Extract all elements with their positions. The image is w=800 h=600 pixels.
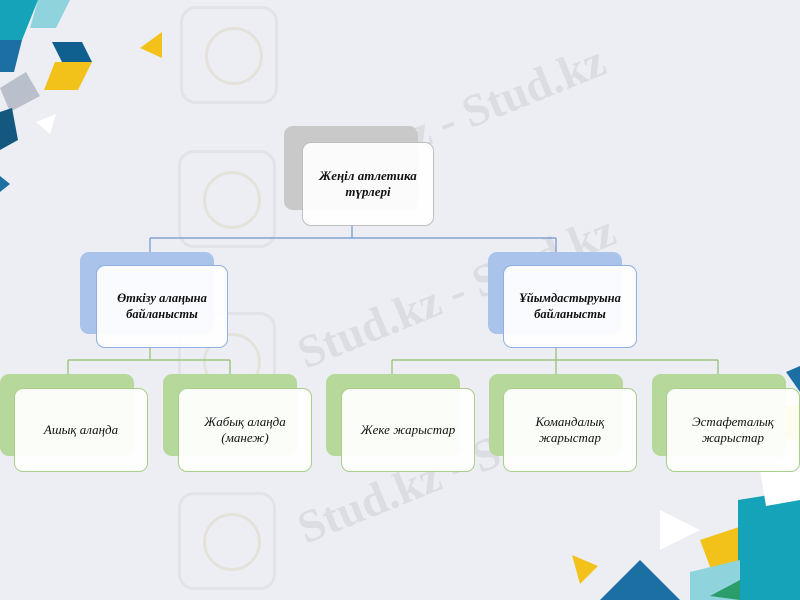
bg-triangle-white-br <box>660 510 700 550</box>
leaf-node-label: Командалық жарыстар <box>535 413 605 445</box>
bg-shape-grey <box>0 72 40 112</box>
bg-shape-yellow <box>44 62 92 90</box>
bg-shape-darkblue <box>0 108 18 150</box>
watermark-logo <box>178 150 276 248</box>
leaf-node: Командалық жарыстар <box>503 388 637 472</box>
bg-shape-navy <box>52 42 92 62</box>
bg-shape-small <box>0 176 10 192</box>
leaf-node-label: Жабық алаңда (манеж) <box>204 413 286 445</box>
bg-shape-blue-br <box>786 366 800 392</box>
leaf-node: Ашық алаңда <box>14 388 148 472</box>
category-node: Өткізу алаңына байланысты <box>96 265 228 348</box>
bg-shape-teal-br <box>738 490 800 600</box>
category-node-label: Ұйымдастыруына байланысты <box>519 290 621 321</box>
watermark-logo <box>180 6 278 104</box>
root-node-label: Жеңіл атлетика түрлері <box>319 167 417 199</box>
bg-shape-blue <box>0 40 22 72</box>
bg-shape-darkblue-br <box>600 560 680 600</box>
category-node-label: Өткізу алаңына байланысты <box>117 290 207 321</box>
bg-shape-lightteal <box>30 0 70 28</box>
bg-shape-teal <box>0 0 38 40</box>
watermark-logo <box>178 492 276 590</box>
category-node: Ұйымдастыруына байланысты <box>503 265 637 348</box>
leaf-node-label: Жеке жарыстар <box>360 421 456 437</box>
bg-shape-green-br <box>710 580 740 600</box>
leaf-node: Жабық алаңда (манеж) <box>178 388 312 472</box>
bg-triangle-white <box>36 114 56 134</box>
root-node: Жеңіл атлетика түрлері <box>302 142 434 226</box>
bg-triangle-yellow-br <box>572 555 598 584</box>
leaf-node: Жеке жарыстар <box>341 388 475 472</box>
bg-triangle-yellow <box>140 32 162 58</box>
leaf-node-label: Ашық алаңда <box>43 421 119 437</box>
leaf-node: Эстафеталық жарыстар <box>666 388 800 472</box>
leaf-node-label: Эстафеталық жарыстар <box>692 413 774 445</box>
